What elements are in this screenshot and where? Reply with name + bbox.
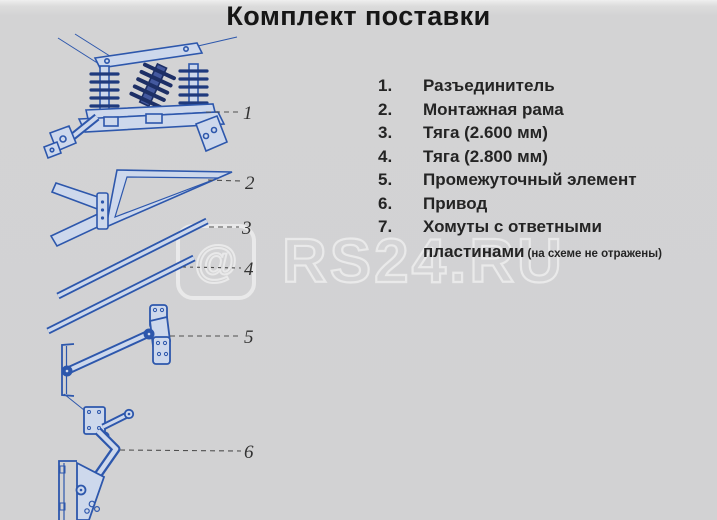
legend-item-label: Тяга (2.800 мм) <box>423 146 548 166</box>
callout-1: 1 <box>243 103 253 124</box>
legend-item-6: 6. Привод <box>378 192 708 216</box>
legend-item-label: Монтажная рама <box>423 99 564 119</box>
legend-item-label-continuation: пластинами <box>423 241 525 261</box>
legend-item-5: 5. Промежуточный элемент <box>378 168 708 192</box>
legend-item-2: 2. Монтажная рама <box>378 98 708 122</box>
callout-3: 3 <box>241 218 252 239</box>
rod-2800-drawing <box>46 254 196 335</box>
callout-5: 5 <box>244 327 254 348</box>
legend-item-4: 4. Тяга (2.800 мм) <box>378 145 708 169</box>
legend-item-label: Промежуточный элемент <box>423 170 637 189</box>
callouts: 1 2 3 4 5 6 <box>119 103 255 463</box>
legend-item-label: Привод <box>423 193 488 213</box>
mounting-frame-drawing <box>49 169 233 248</box>
disconnector-drawing <box>42 33 238 160</box>
legend-item-number: 2. <box>378 99 393 119</box>
legend-item-number: 4. <box>378 146 393 166</box>
legend-item-label: Тяга (2.600 мм) <box>423 123 548 142</box>
legend-item-number: 7. <box>378 217 393 236</box>
parts-diagram: 1 2 3 4 5 6 <box>42 33 255 520</box>
insulator-middle-icon <box>129 62 176 110</box>
legend-item-3: 3. Тяга (2.600 мм) <box>378 121 708 145</box>
legend-item-number: 5. <box>378 170 393 189</box>
rod-2600-drawing <box>56 217 209 300</box>
legend-item-number: 6. <box>378 193 393 213</box>
legend-item-note: (на схеме не отражены) <box>527 247 662 260</box>
legend-item-label: Хомуты с ответными <box>423 217 602 236</box>
legend-list: 1. Разъединитель 2. Монтажная рама 3. Тя… <box>378 74 708 267</box>
intermediate-element-drawing <box>61 304 171 397</box>
legend-item-number: 3. <box>378 123 393 142</box>
drive-drawing <box>58 393 135 520</box>
callout-4: 4 <box>244 259 254 280</box>
legend-item-label: Разъединитель <box>423 76 555 95</box>
callout-6: 6 <box>244 442 254 463</box>
legend-item-number: 1. <box>378 76 393 95</box>
callout-2: 2 <box>245 173 255 194</box>
legend-item-7-continuation: пластинами(на схеме не отражены) <box>423 239 708 267</box>
legend-item-1: 1. Разъединитель <box>378 74 708 98</box>
legend-item-7: 7. Хомуты с ответными <box>378 215 708 239</box>
page-title: Комплект поставки <box>226 1 491 31</box>
